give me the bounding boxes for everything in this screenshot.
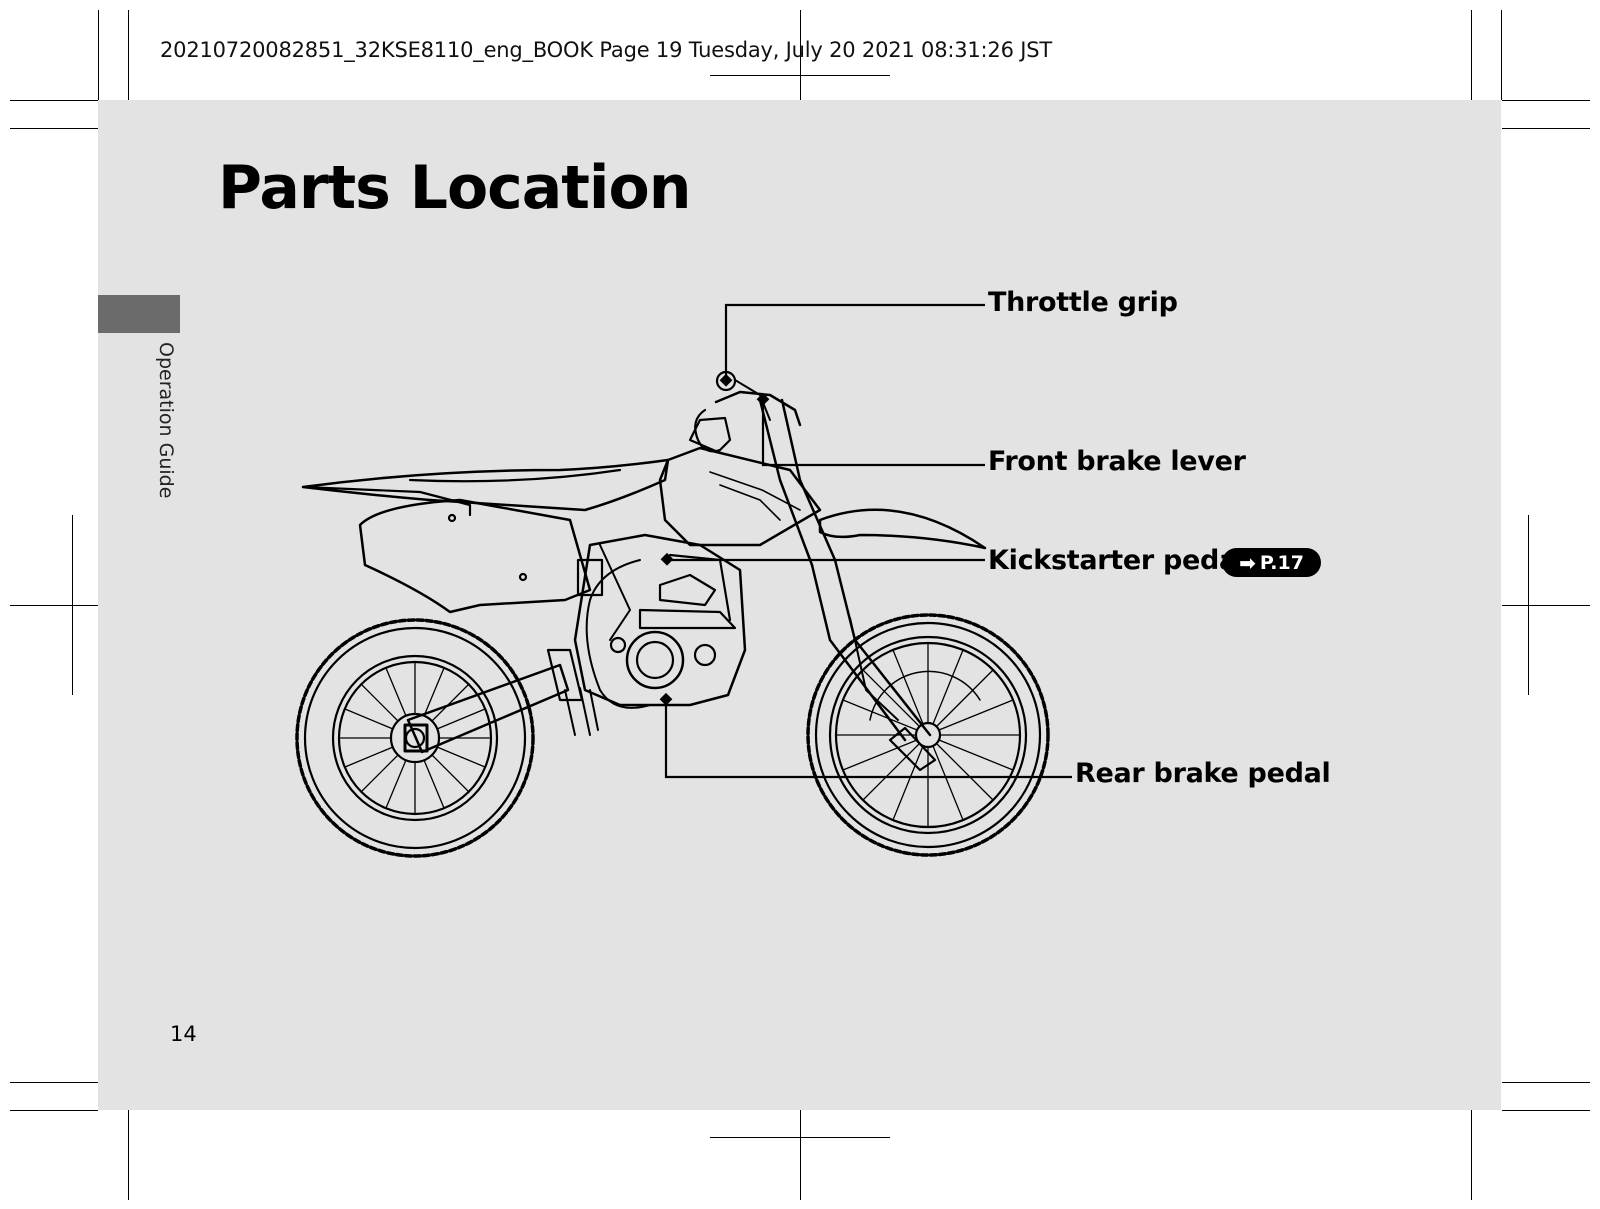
crop-mark	[1502, 128, 1590, 129]
throttle-grip-label: Throttle grip	[988, 287, 1178, 318]
crop-mark	[1501, 10, 1502, 100]
crop-mark	[1502, 100, 1590, 101]
arrow-right-icon: ➡	[1239, 550, 1256, 575]
rear-brake-pedal-leader	[664, 700, 1072, 779]
page-reference-badge[interactable]: ➡ P.17	[1222, 548, 1321, 577]
crop-mark	[10, 605, 98, 606]
rear-wheel	[295, 618, 535, 858]
section-tab-label: Operation Guide	[155, 342, 177, 499]
throttle-grip-leader	[724, 303, 985, 381]
crop-mark	[10, 1110, 98, 1111]
crop-mark	[10, 1082, 98, 1083]
crop-mark	[800, 10, 801, 100]
crop-mark	[1502, 1110, 1590, 1111]
crop-mark	[710, 75, 890, 76]
crop-mark	[800, 1110, 801, 1200]
leader-marker	[660, 552, 674, 566]
crop-mark	[710, 1137, 890, 1138]
leader-marker	[659, 692, 673, 706]
page-panel	[98, 100, 1501, 1110]
kickstarter-pedal-label: Kickstarter pedal	[988, 545, 1246, 576]
front-wheel	[806, 613, 1050, 857]
crop-mark	[1471, 1110, 1472, 1200]
crop-mark	[98, 10, 99, 100]
leader-marker	[719, 373, 733, 387]
crop-mark	[1471, 10, 1472, 100]
section-tab	[98, 295, 180, 333]
crop-mark	[1502, 1082, 1590, 1083]
crop-mark	[128, 1110, 129, 1200]
crop-mark	[10, 128, 98, 129]
page-number: 14	[170, 1022, 197, 1046]
front-brake-lever-label: Front brake lever	[988, 446, 1246, 477]
page-title: Parts Location	[218, 153, 691, 223]
print-header: 20210720082851_32KSE8110_eng_BOOK Page 1…	[160, 38, 1052, 62]
page-reference-label: P.17	[1259, 551, 1304, 574]
rear-brake-pedal-label: Rear brake pedal	[1075, 758, 1331, 789]
crop-mark	[10, 100, 98, 101]
crop-mark	[128, 10, 129, 100]
crop-mark	[1502, 605, 1590, 606]
front-brake-lever-leader	[761, 400, 985, 467]
